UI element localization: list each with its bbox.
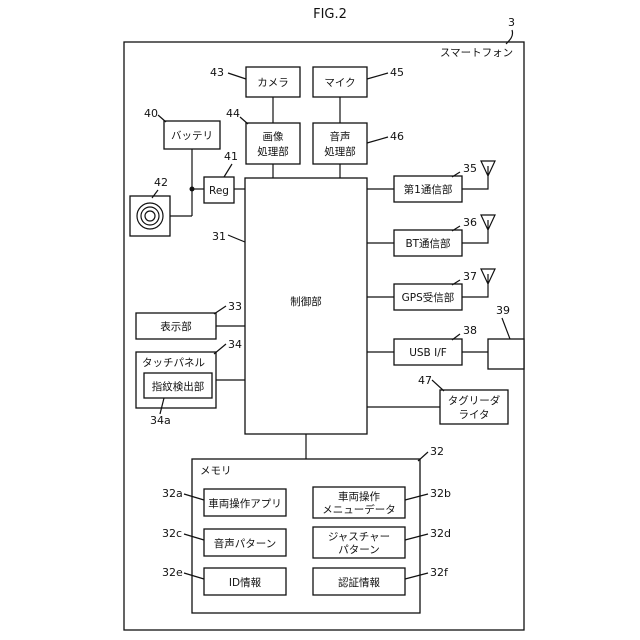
comm1-label: 第1通信部 [404,183,453,196]
memory-item-id-info-ref: 32e [162,566,183,579]
camera-ref: 43 [210,66,224,79]
smartphone-ref: 3 [508,16,515,29]
tag-rw-ref: 47 [418,374,432,387]
memory-label: メモリ [200,465,232,477]
touch-panel-ref: 34 [228,338,242,351]
memory-item-gesture-pattern-label-2: パターン [338,544,379,556]
regulator-ref: 41 [224,150,238,163]
tag-rw-label-1: タグリーダ [448,394,501,407]
memory-item-auth-info-label: 認証情報 [338,576,380,589]
usb-connector-ref: 39 [496,304,510,317]
memory-item-vehicle-app-ref: 32a [162,487,183,500]
memory-item-vehicle-app-label: 車両操作アプリ [208,497,282,510]
image-processing-ref: 44 [226,107,240,120]
audio-processing-ref: 46 [390,130,404,143]
memory-item-voice-pattern-ref: 32c [162,527,182,540]
usb-label: USB I/F [409,347,447,359]
controller-label: 制御部 [290,295,322,308]
charging-coil-block [130,196,170,236]
memory-item-id-info-label: ID情報 [229,576,262,589]
display-ref: 33 [228,300,242,313]
usb-connector-block [488,339,524,369]
audio-processing-label-2: 処理部 [324,145,356,158]
memory-item-menu-data-label-2: メニューデータ [322,503,396,516]
charging-coil-ref: 42 [154,176,168,189]
fingerprint-label: 指紋検出部 [152,380,205,393]
image-processing-label-2: 処理部 [257,145,289,158]
tag-rw-label-2: ライタ [458,409,489,421]
image-processing-label-1: 画像 [263,131,284,143]
fingerprint-ref: 34a [150,414,171,427]
memory-item-gesture-pattern-ref: 32d [430,527,451,540]
audio-processing-label-1: 音声 [330,130,351,143]
controller-ref: 31 [212,230,226,243]
memory-item-voice-pattern-label: 音声パターン [214,537,276,550]
battery-ref: 40 [144,107,158,120]
comm1-ref: 35 [463,162,477,175]
usb-ref: 38 [463,324,477,337]
touch-panel-label: タッチパネル [142,357,205,369]
memory-ref: 32 [430,445,444,458]
display-label: 表示部 [160,320,192,333]
memory-item-gesture-pattern-label-1: ジャスチャー [328,531,390,543]
memory-item-auth-info-ref: 32f [430,566,449,579]
mic-label: マイク [324,77,355,89]
memory-item-menu-data-label-1: 車両操作 [338,490,380,503]
figure-title: FIG.2 [313,7,347,22]
bt-ref: 36 [463,216,477,229]
gps-label: GPS受信部 [402,291,455,304]
regulator-label: Reg [209,185,229,197]
battery-label: バッテリ [171,130,213,142]
camera-label: カメラ [257,77,289,89]
mic-ref: 45 [390,66,404,79]
gps-ref: 37 [463,270,477,283]
bt-label: BT通信部 [405,237,450,250]
smartphone-label: スマートフォン [440,47,513,59]
memory-item-menu-data-ref: 32b [430,487,451,500]
